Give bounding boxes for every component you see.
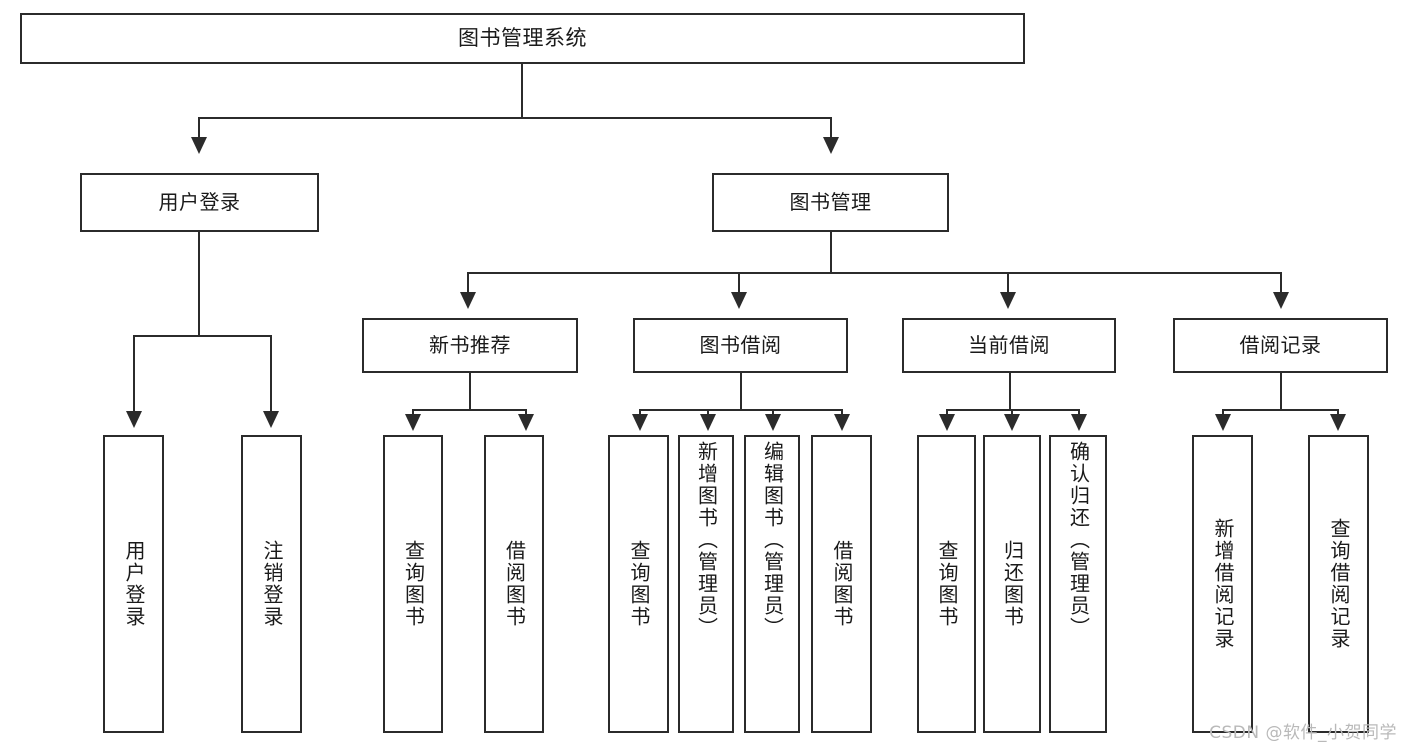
- arrowhead-current-borrow-leaf-2: [1004, 414, 1020, 431]
- node-label: 新增借阅记录: [1211, 518, 1235, 650]
- connector-book-borrow-stem: [740, 373, 742, 411]
- node-label: 图书管理系统: [458, 26, 587, 51]
- connector-root-bus: [198, 117, 832, 119]
- connector-borrow-record-drop-2: [1337, 409, 1339, 417]
- arrowhead-book-borrow-leaf-2: [700, 414, 716, 431]
- node-leaf-edit-book-admin[interactable]: 编辑图书（管理员）: [744, 435, 800, 733]
- connector-root-to-user-login: [198, 117, 200, 139]
- connector-level3-drop-2: [738, 272, 740, 294]
- connector-level3-drop-1: [467, 272, 469, 294]
- node-user-login[interactable]: 用户登录: [80, 173, 319, 232]
- connector-level3-bus: [467, 272, 1282, 274]
- node-leaf-borrow-books-new[interactable]: 借阅图书: [484, 435, 544, 733]
- arrowhead-book-borrow-leaf-4: [834, 414, 850, 431]
- node-leaf-logout[interactable]: 注销登录: [241, 435, 302, 733]
- connector-new-book-drop-2: [525, 409, 527, 417]
- connector-level3-drop-4: [1280, 272, 1282, 294]
- arrowhead-current-borrow-leaf-1: [939, 414, 955, 431]
- node-leaf-confirm-return-admin[interactable]: 确认归还（管理员）: [1049, 435, 1107, 733]
- node-label: 图书管理: [789, 189, 872, 214]
- arrowhead-level3-1: [460, 292, 476, 309]
- node-label: 注销登录: [260, 540, 284, 628]
- node-leaf-add-book-admin[interactable]: 新增图书（管理员）: [678, 435, 734, 733]
- connector-root-stem: [521, 64, 523, 118]
- node-leaf-add-borrow-record[interactable]: 新增借阅记录: [1192, 435, 1253, 733]
- arrowhead-book-borrow-leaf-3: [765, 414, 781, 431]
- arrowhead-new-book-leaf-1: [405, 414, 421, 431]
- node-leaf-query-books-new[interactable]: 查询图书: [383, 435, 443, 733]
- node-book-management[interactable]: 图书管理: [712, 173, 949, 232]
- connector-new-book-drop-1: [412, 409, 414, 417]
- node-leaf-query-books-current[interactable]: 查询图书: [917, 435, 976, 733]
- node-label: 新书推荐: [429, 332, 511, 357]
- arrowhead-level3-4: [1273, 292, 1289, 309]
- node-label: 查询图书: [935, 540, 959, 628]
- node-label: 新增图书（管理员）: [694, 441, 719, 639]
- connector-current-borrow-drop-2: [1011, 409, 1013, 417]
- connector-borrow-record-bus: [1222, 409, 1339, 411]
- connector-user-login-drop-2: [270, 335, 272, 413]
- node-leaf-user-login[interactable]: 用户登录: [103, 435, 164, 733]
- connector-user-login-drop-1: [133, 335, 135, 413]
- node-leaf-borrow-books-borrow[interactable]: 借阅图书: [811, 435, 872, 733]
- node-label: 编辑图书（管理员）: [760, 441, 785, 639]
- node-label: 借阅记录: [1239, 332, 1322, 357]
- node-label: 用户登录: [122, 540, 146, 628]
- connector-level3-drop-3: [1007, 272, 1009, 294]
- node-label: 借阅图书: [502, 540, 527, 628]
- connector-current-borrow-bus: [946, 409, 1080, 411]
- arrowhead-current-borrow-leaf-3: [1071, 414, 1087, 431]
- arrowhead-user-login-leaf-1: [126, 411, 142, 428]
- connector-current-borrow-drop-3: [1078, 409, 1080, 417]
- connector-book-management-stem: [830, 232, 832, 274]
- node-label: 查询借阅记录: [1327, 518, 1351, 650]
- node-label: 查询图书: [627, 540, 651, 628]
- csdn-watermark: CSDN @软件_小贺同学: [1209, 723, 1397, 743]
- arrowhead-borrow-record-leaf-2: [1330, 414, 1346, 431]
- arrowhead-new-book-leaf-2: [518, 414, 534, 431]
- node-label: 图书借阅: [699, 332, 782, 357]
- connector-current-borrow-drop-1: [946, 409, 948, 417]
- node-label: 查询图书: [401, 540, 426, 628]
- node-book-borrow[interactable]: 图书借阅: [633, 318, 848, 373]
- arrowhead-level3-3: [1000, 292, 1016, 309]
- connector-book-borrow-drop-4: [841, 409, 843, 417]
- connector-book-borrow-drop-1: [639, 409, 641, 417]
- node-leaf-return-books[interactable]: 归还图书: [983, 435, 1041, 733]
- node-leaf-query-books-borrow[interactable]: 查询图书: [608, 435, 669, 733]
- connector-new-book-stem: [469, 373, 471, 411]
- connector-new-book-bus: [412, 409, 527, 411]
- node-borrow-record[interactable]: 借阅记录: [1173, 318, 1388, 373]
- node-leaf-query-borrow-record[interactable]: 查询借阅记录: [1308, 435, 1369, 733]
- arrowhead-level3-2: [731, 292, 747, 309]
- node-current-borrow[interactable]: 当前借阅: [902, 318, 1116, 373]
- connector-book-borrow-drop-3: [772, 409, 774, 417]
- node-root-book-management-system[interactable]: 图书管理系统: [20, 13, 1025, 64]
- connector-book-borrow-bus: [639, 409, 843, 411]
- connector-borrow-record-drop-1: [1222, 409, 1224, 417]
- connector-user-login-stem: [198, 232, 200, 337]
- node-label: 确认归还（管理员）: [1066, 441, 1091, 639]
- connector-book-borrow-drop-2: [707, 409, 709, 417]
- arrowhead-to-book-management: [823, 137, 839, 154]
- connector-current-borrow-stem: [1009, 373, 1011, 411]
- connector-borrow-record-stem: [1280, 373, 1282, 411]
- arrowhead-book-borrow-leaf-1: [632, 414, 648, 431]
- node-label: 用户登录: [158, 189, 241, 214]
- arrowhead-borrow-record-leaf-1: [1215, 414, 1231, 431]
- node-new-book-recommendation[interactable]: 新书推荐: [362, 318, 578, 373]
- arrowhead-to-user-login: [191, 137, 207, 154]
- connector-root-to-book-management: [830, 117, 832, 139]
- node-label: 当前借阅: [968, 332, 1050, 357]
- arrowhead-user-login-leaf-2: [263, 411, 279, 428]
- node-label: 借阅图书: [830, 540, 854, 628]
- node-label: 归还图书: [1000, 540, 1025, 628]
- connector-user-login-bus: [133, 335, 272, 337]
